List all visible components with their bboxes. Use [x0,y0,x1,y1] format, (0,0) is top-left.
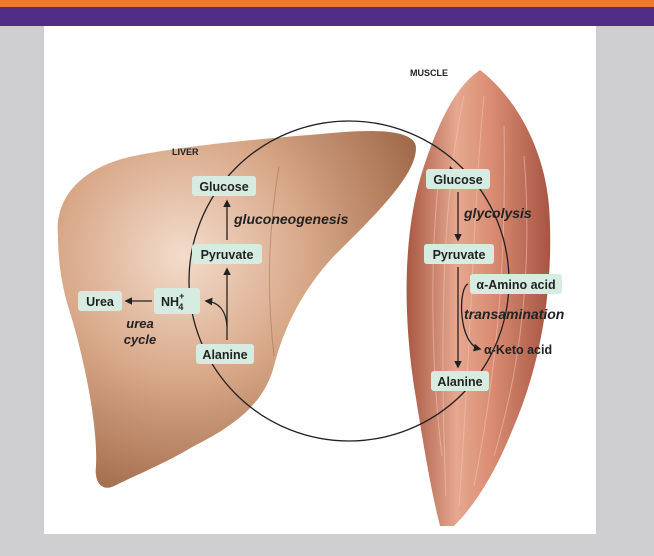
urea-cycle-label-1: urea [126,316,153,331]
liver-alanine-box [196,344,254,364]
liver-shape [57,130,416,488]
top-orange-band [0,0,654,7]
liver-glucose-box [192,176,256,196]
nh4-box [154,288,200,314]
top-purple-band [0,7,654,26]
keto-acid-label: α-Keto acid [484,343,552,357]
muscle-glucose-box [426,169,490,189]
muscle-alanine-box [431,371,489,391]
urea-cycle-label-2: cycle [124,332,157,347]
muscle-pyruvate-label: Pyruvate [433,248,486,262]
nh4-label: NH+4 [161,291,184,312]
muscle-label: MUSCLE [410,68,448,78]
glucose-alanine-cycle-diagram: MUSCLE LIVER Glucose gluconeogenesis Pyr… [57,68,564,526]
liver-glucose-label: Glucose [199,180,248,194]
liver-lobe-line [268,165,280,357]
arrow-alanine-to-nh4 [204,297,228,327]
muscle-pyruvate-box [424,244,494,264]
arrow-amino-to-keto [460,283,482,352]
liver-pyruvate-label: Pyruvate [201,248,254,262]
amino-acid-box [470,274,562,294]
gluconeogenesis-label: gluconeogenesis [233,211,349,227]
muscle-alanine-label: Alanine [437,375,482,389]
liver-alanine-label: Alanine [202,348,247,362]
urea-box [78,291,122,311]
liver-label: LIVER [172,147,199,157]
amino-acid-label: α-Amino acid [476,278,555,292]
muscle-shape [406,70,551,526]
transamination-label: transamination [464,306,564,322]
muscle-glucose-label: Glucose [433,173,482,187]
liver-pyruvate-box [192,244,262,264]
diagram-panel: MUSCLE LIVER Glucose gluconeogenesis Pyr… [44,26,596,534]
urea-label: Urea [86,295,115,309]
glycolysis-label: glycolysis [463,205,532,221]
